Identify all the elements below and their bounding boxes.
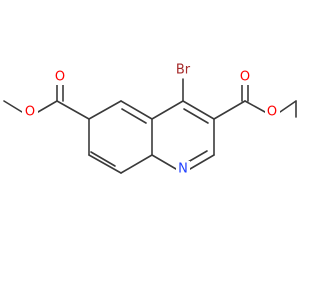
bond-n-c8a [151, 154, 177, 170]
right-ether-o-background [265, 104, 280, 120]
bond-c5-c4a-inner [121, 108, 147, 124]
bond-c2-n [189, 154, 215, 170]
bond-c8a-c8 [120, 154, 153, 174]
bond-left-ether-methyl [3, 100, 23, 113]
bond-c6-carbonyl [56, 100, 90, 120]
bond-right-c-ether-o [244, 100, 266, 113]
right-carbonyl-o-background [238, 69, 252, 85]
left-ether-o-background [22, 104, 38, 120]
left-carbonyl-o-background [53, 69, 67, 85]
molecule-diagram: Br N O O O O [3, 62, 297, 177]
right-ether-oxygen-label: O [267, 105, 277, 120]
bond-c8-c7-inner [90, 151, 116, 167]
bond-c2-n-inner [187, 150, 208, 163]
bond-left-c-ether-o [37, 100, 58, 113]
bond-c4a-c4 [151, 100, 184, 120]
bond-c6-c5 [88, 100, 122, 120]
bond-group [3, 78, 297, 174]
right-carbonyl-oxygen-label: O [240, 70, 250, 85]
left-ether-oxygen-label: O [25, 105, 35, 120]
bond-c4-c3 [182, 100, 215, 120]
bond-c5-c4a [120, 100, 153, 120]
nitrogen-label: N [178, 162, 188, 177]
n-label-background [176, 161, 190, 177]
structure-canvas: Br N O O O O [3, 62, 297, 177]
bond-c3-carbonyl [213, 100, 246, 120]
br-label-background [173, 62, 193, 78]
bond-c8-c7 [88, 154, 122, 174]
bond-c4-c3-inner [183, 108, 209, 124]
bromine-label: Br [176, 63, 191, 78]
atom-label-group: Br N O O O O [22, 62, 280, 177]
bond-right-ether-ethyl [279, 100, 297, 113]
left-carbonyl-oxygen-label: O [55, 70, 65, 85]
